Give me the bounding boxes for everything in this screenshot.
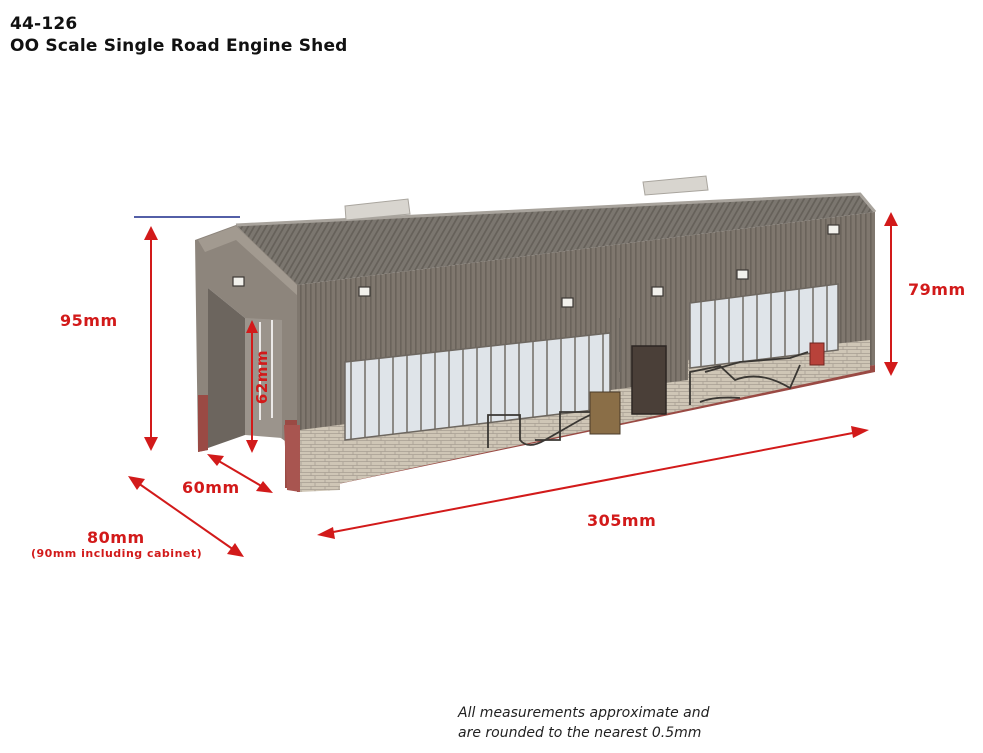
length-line	[327, 431, 859, 534]
arrowhead-icon	[884, 212, 898, 226]
arrowhead-icon	[227, 543, 244, 557]
door-height-label: 62mm	[253, 349, 272, 405]
lamp-icon	[736, 269, 749, 280]
long-window-band-right	[689, 283, 839, 369]
arrowhead-icon	[128, 476, 145, 490]
lamp-icon	[232, 276, 245, 287]
footnote-line-1: All measurements approximate and	[458, 705, 710, 721]
electrical-cabinet	[589, 391, 621, 435]
dimension-lines	[128, 212, 898, 557]
arrowhead-icon	[256, 481, 273, 493]
arrowhead-icon	[246, 440, 258, 453]
arrowhead-icon	[317, 527, 335, 539]
end-door-opening	[208, 288, 245, 448]
length-label: 305mm	[587, 511, 657, 530]
roof-panel	[236, 194, 875, 285]
brick-base-wall	[300, 340, 870, 492]
height-total-label: 95mm	[60, 311, 118, 330]
engine-shed-model	[195, 175, 877, 492]
arrowhead-icon	[144, 437, 158, 451]
arrowhead-icon	[207, 454, 224, 466]
product-title: OO Scale Single Road Engine Shed	[10, 36, 348, 56]
product-code: 44-126	[10, 14, 78, 34]
roof-vent-left	[344, 198, 411, 221]
footnote-line-2: are rounded to the nearest 0.5mm	[458, 725, 702, 741]
measurement-footnote: All measurements approximate and are rou…	[458, 703, 710, 743]
door-width-label: 60mm	[182, 478, 240, 497]
roof-vent-right	[642, 175, 709, 196]
depth-line	[137, 482, 235, 551]
depth-label: 80mm	[87, 528, 145, 547]
lamp-icon	[358, 286, 371, 297]
lamp-icon	[561, 297, 574, 308]
door-width-line	[216, 459, 264, 488]
red-fuse-box	[809, 342, 825, 366]
arrowhead-icon	[144, 226, 158, 240]
lamp-icon	[827, 224, 840, 235]
height-side-label: 79mm	[908, 280, 966, 299]
pipework	[487, 351, 809, 448]
wall-lamps	[232, 224, 840, 308]
arrowhead-icon	[246, 320, 258, 333]
arrowhead-icon	[851, 426, 869, 438]
personnel-door	[631, 345, 667, 415]
arrowhead-icon	[884, 362, 898, 376]
depth-note-label: (90mm including cabinet)	[31, 547, 203, 560]
lamp-icon	[651, 286, 664, 297]
